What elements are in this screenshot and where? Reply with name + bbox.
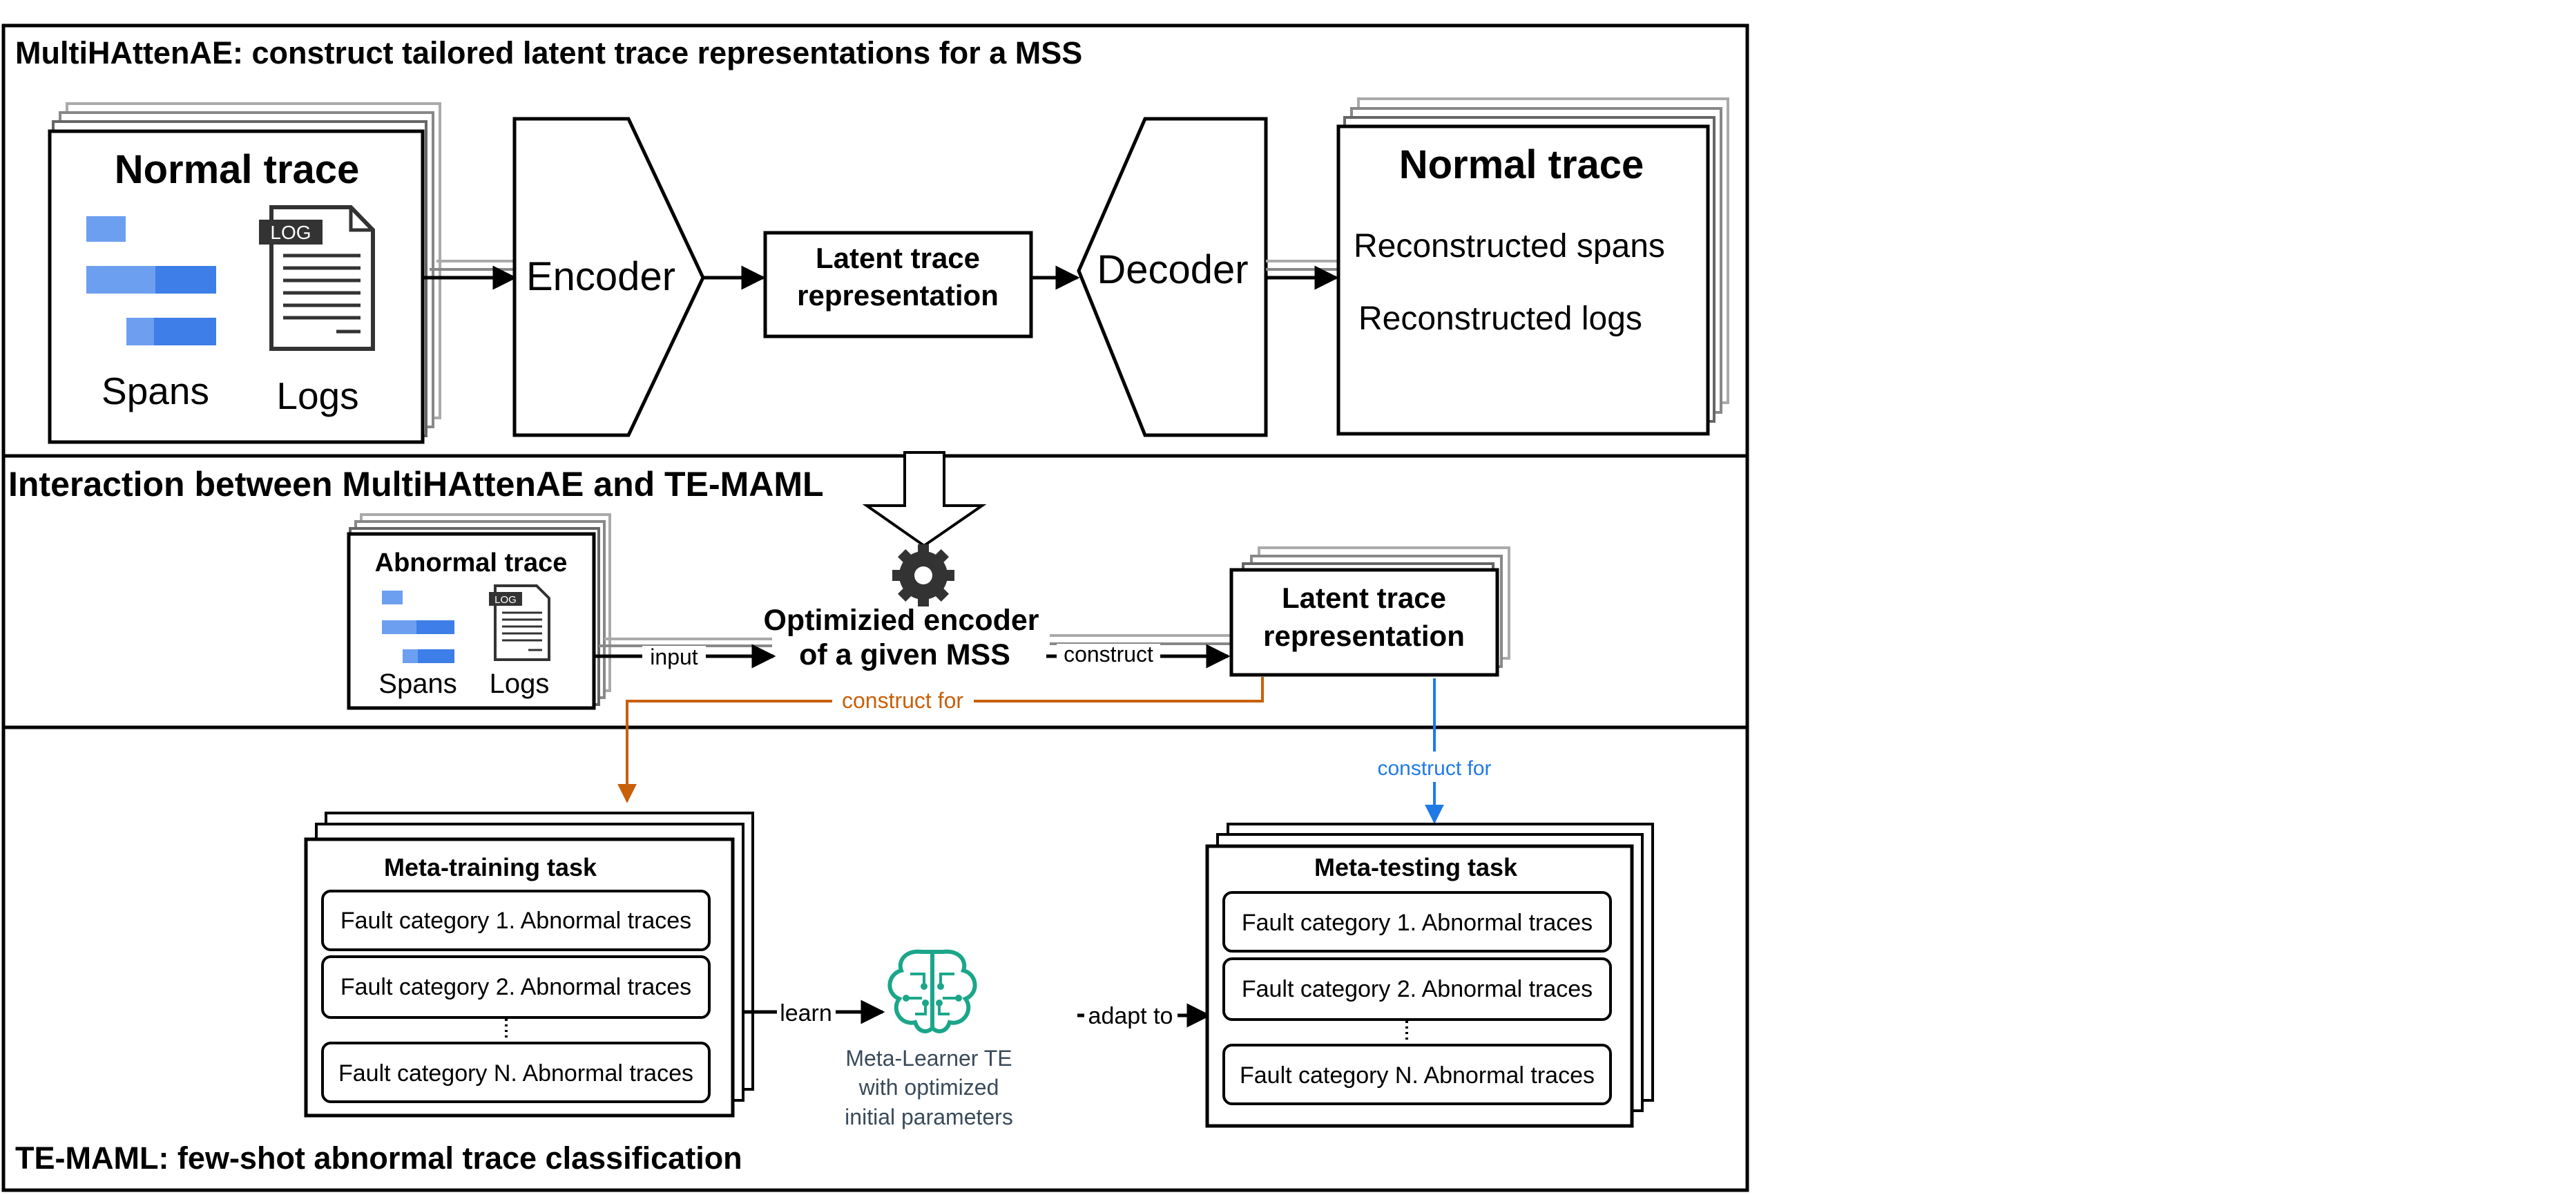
meta-learner-line1: Meta-Learner TE: [845, 1046, 1012, 1071]
log-file-icon: LOG: [489, 584, 550, 661]
train-fault-item-1: [321, 890, 711, 951]
train-fault-item-n: [321, 1042, 711, 1103]
optimized-encoder-line2: of a given MSS: [799, 638, 1010, 671]
adapt-to-label: adapt to: [1088, 1003, 1173, 1029]
abnormal-logs-label: Logs: [490, 669, 550, 699]
section-title-top: MultiHAttenAE: construct tailored latent…: [15, 35, 1082, 70]
construct-arrow-label: construct: [1064, 642, 1153, 667]
abnormal-trace-card: Abnormal trace LOG Spans Logs: [347, 513, 611, 710]
encoder-block: Encoder: [512, 117, 705, 437]
train-fault-item-n-label: Fault category N. Abnormal traces: [338, 1060, 693, 1087]
spans-label: Spans: [102, 370, 209, 412]
test-fault-item-2: [1222, 957, 1612, 1021]
train-fault-item-2-label: Fault category 2. Abnormal traces: [340, 974, 691, 1000]
latent-trace-box-top: Latent trace representation: [763, 231, 1033, 338]
abnormal-spans-label: Spans: [378, 669, 456, 699]
latent-trace-box-middle: Latent trace representation: [1229, 546, 1510, 677]
spans-icon: [382, 591, 454, 663]
log-file-icon: LOG: [259, 205, 375, 351]
train-fault-item-2: [321, 955, 711, 1019]
spans-icon: [86, 216, 216, 345]
learn-label: learn: [780, 1000, 832, 1026]
learn-arrow: learn: [744, 998, 885, 1026]
blue-construct-for-arrow: construct for: [1374, 678, 1495, 824]
orange-construct-for-arrow: construct for: [617, 677, 1264, 803]
reconstructed-logs: Reconstructed logs: [1358, 300, 1642, 337]
input-to-encoder-arrow: [423, 260, 517, 290]
log-icon-tag: LOG: [270, 222, 311, 243]
abnormal-trace-title: Abnormal trace: [375, 548, 568, 577]
optimized-encoder-line1: Optimizied encoder: [763, 604, 1039, 637]
gear-icon: [892, 544, 954, 606]
down-block-arrow: [862, 451, 987, 548]
section-frames: [1, 23, 1749, 1192]
train-fault-item-1-label: Fault category 1. Abnormal traces: [340, 908, 691, 934]
input-arrow-label: input: [650, 644, 698, 669]
meta-learner-line3: initial parameters: [845, 1105, 1013, 1129]
middle-latent-line1: Latent trace: [1282, 582, 1446, 614]
latent-label-line2: representation: [797, 279, 999, 312]
middle-latent-line2: representation: [1263, 620, 1465, 652]
meta-learner-line2: with optimized: [858, 1075, 999, 1100]
normal-trace-input-card: Normal trace LOG Spans Logs: [48, 102, 441, 444]
meta-training-card: Meta-training task Fault category 1. Abn…: [304, 812, 754, 1118]
input-arrow: input: [594, 638, 776, 669]
logs-label: Logs: [276, 374, 358, 417]
orange-construct-for-label: construct for: [842, 688, 963, 713]
output-trace-title: Normal trace: [1399, 142, 1644, 187]
test-fault-item-1: [1222, 891, 1612, 953]
meta-learner-icon: [887, 949, 977, 1033]
test-fault-item-n-label: Fault category N. Abnormal traces: [1240, 1062, 1595, 1089]
decoder-label: Decoder: [1097, 247, 1248, 292]
normal-trace-title: Normal trace: [115, 147, 360, 192]
meta-training-title: Meta-training task: [384, 853, 597, 881]
meta-testing-title: Meta-testing task: [1314, 853, 1518, 881]
reconstructed-spans: Reconstructed spans: [1354, 228, 1665, 265]
section-title-bottom: TE-MAML: few-shot abnormal trace classif…: [15, 1140, 742, 1176]
log-icon-tag: LOG: [494, 594, 517, 606]
decoder-block: Decoder: [1077, 117, 1268, 437]
test-fault-item-2-label: Fault category 2. Abnormal traces: [1242, 976, 1593, 1002]
section-title-middle: Interaction between MultiHAttenAE and TE…: [8, 465, 824, 504]
blue-construct-for-label: construct for: [1377, 757, 1491, 780]
adapt-to-arrow: adapt to: [1077, 1000, 1211, 1029]
test-fault-item-n: [1222, 1044, 1612, 1105]
test-fault-item-1-label: Fault category 1. Abnormal traces: [1242, 910, 1593, 936]
encoder-label: Encoder: [526, 254, 675, 299]
latent-label-line1: Latent trace: [816, 242, 980, 274]
meta-testing-card: Meta-testing task Fault category 1. Abno…: [1205, 823, 1654, 1128]
construct-arrow: construct: [1046, 634, 1240, 669]
normal-trace-output-card: Normal trace Reconstructed spans Reconst…: [1336, 97, 1729, 436]
